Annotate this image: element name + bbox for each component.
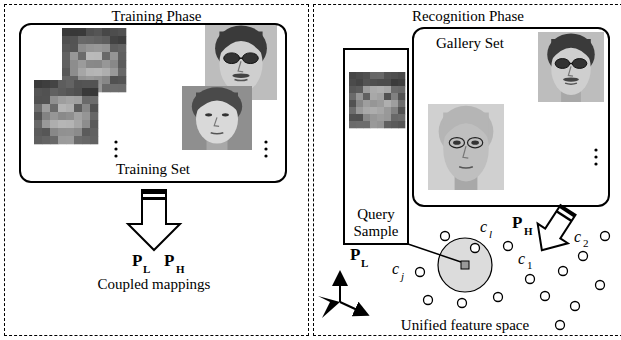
lowres-face <box>349 72 405 128</box>
highres-face <box>428 104 504 190</box>
projection-line <box>408 244 461 262</box>
highres-face <box>182 86 252 150</box>
subscript: 2 <box>583 237 589 249</box>
mapping-symbol: P <box>164 252 174 271</box>
subscript: L <box>143 263 150 275</box>
feature-points <box>416 232 610 330</box>
caption-text: Coupled mappings <box>54 276 254 293</box>
phase-panel: Recognition PhaseQuery Sample Gallery Set <box>313 4 621 336</box>
mapping-arrow <box>128 190 180 250</box>
neighbourhood <box>438 238 492 292</box>
image-set-box: Training Set <box>19 23 287 183</box>
image-set-box: Gallery Set <box>412 27 610 207</box>
panel-heading: Recognition Phase <box>314 8 621 25</box>
cluster-label: c <box>518 250 525 268</box>
mapping-symbol: P <box>350 246 360 265</box>
lowres-face <box>62 28 126 92</box>
box-label: Training Set <box>24 161 282 178</box>
query-box: Query Sample <box>343 48 409 245</box>
box-label: Query Sample <box>348 206 404 240</box>
query-point <box>461 261 469 269</box>
lowres-face <box>34 80 98 144</box>
subscript: j <box>401 270 404 282</box>
cluster-label: c <box>574 228 581 246</box>
axes-symbol <box>318 274 366 318</box>
caption-text: Unified feature space <box>380 317 550 334</box>
subscript: 1 <box>527 259 533 271</box>
subscript: L <box>361 257 368 269</box>
panel-heading: Gallery Set <box>436 35 504 52</box>
mapping-arrow <box>527 200 583 260</box>
subscript: H <box>524 225 533 237</box>
cluster-label: c <box>480 218 487 236</box>
mapping-symbol: P <box>512 214 522 233</box>
cluster-label: c <box>392 260 399 278</box>
subscript: l <box>489 228 492 240</box>
subscript: H <box>176 263 185 275</box>
highres-face <box>538 32 604 102</box>
mapping-symbol: P <box>132 252 142 271</box>
